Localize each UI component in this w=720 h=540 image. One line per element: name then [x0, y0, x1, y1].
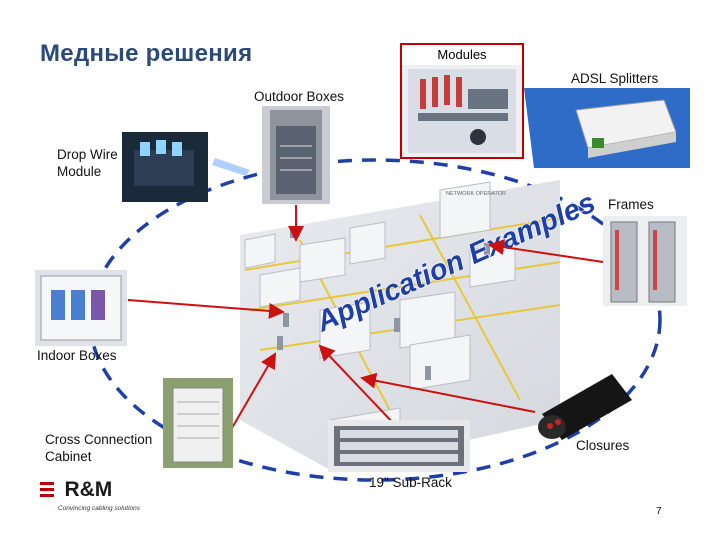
closures-label: Closures [576, 438, 630, 453]
page-number: 7 [656, 506, 662, 517]
arrow-indoor [127, 299, 285, 319]
indoor-boxes-photo [35, 270, 127, 346]
adsl-splitters-label: ADSL Splitters [571, 71, 659, 86]
city-illustration: NETWORK OPERATOR [240, 180, 561, 470]
frames-photo [603, 216, 687, 306]
outdoor-boxes-label: Outdoor Boxes [254, 89, 345, 104]
arrow-subrack [318, 344, 396, 426]
cross-connection-label-2: Cabinet [45, 449, 92, 464]
modules-label: Modules [402, 45, 522, 65]
arrow-closures [360, 372, 536, 413]
indoor-boxes-label: Indoor Boxes [37, 348, 117, 363]
cross-connection-cabinet-photo [163, 378, 233, 468]
rm-logo-text: R&M [64, 478, 113, 501]
outdoor-boxes-photo [262, 106, 330, 204]
modules-photo: Modules [400, 43, 524, 159]
drop-wire-module-photo [122, 132, 208, 202]
slide-title: Медные решения [40, 40, 253, 67]
network-operator-sign: NETWORK OPERATOR [446, 191, 506, 197]
rm-logo: R&M Convincing cabling solutions [40, 478, 140, 512]
sub-rack-photo [328, 420, 470, 472]
arrow-frames [488, 239, 604, 263]
rm-tagline: Convincing cabling solutions [58, 505, 141, 512]
network-ring [88, 158, 662, 482]
drop-wire-label-1: Drop Wire [57, 147, 118, 162]
drop-wire-label-2: Module [57, 164, 102, 179]
adsl-splitters-photo [524, 88, 690, 168]
frames-label: Frames [608, 197, 654, 212]
arrow-ccc [231, 352, 277, 429]
closures-photo [528, 370, 640, 442]
sub-rack-label: 19" Sub-Rack [369, 475, 452, 490]
rm-logo-mark [40, 482, 54, 497]
cross-connection-label-1: Cross Connection [45, 432, 153, 447]
